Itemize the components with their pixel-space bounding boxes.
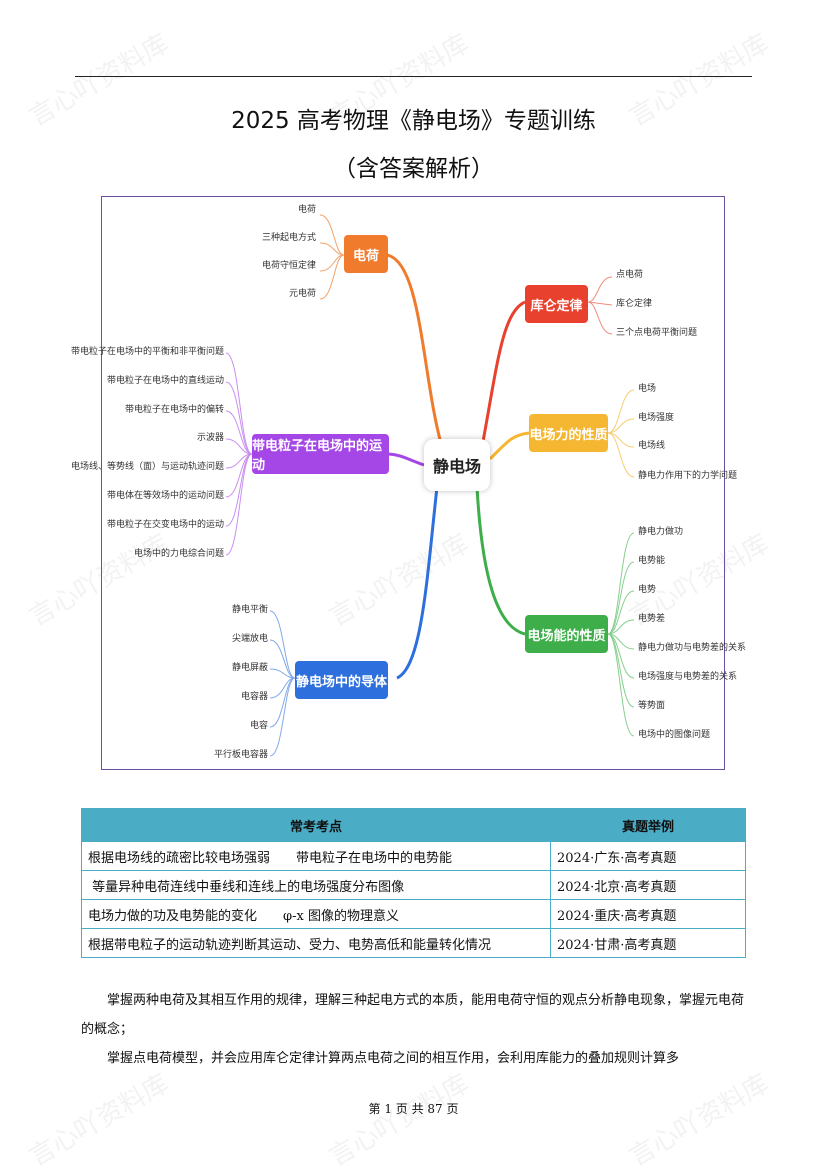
- leaf-coulomb-2: 库仑定律: [616, 299, 653, 309]
- header-rule: [75, 76, 752, 77]
- mindmap-connectors: [225, 214, 635, 757]
- exam-points-table: 常考考点 真题举例 根据电场线的疏密比较电场强弱 带电粒子在电场中的电势能 20…: [81, 808, 746, 958]
- leaf-charge-1: 电荷: [297, 205, 316, 215]
- mindmap-figure: 静电场 电荷 库仑定律 电场力的性质 电场能的性质 带电粒子在电场中的运动 静电…: [71, 196, 746, 770]
- leaf-motion-7: 带电粒子在交变电场中的运动: [106, 520, 224, 530]
- table-row: 电场力做的功及电势能的变化 φ-x 图像的物理意义 2024·重庆·高考真题: [81, 899, 746, 929]
- leaf-energy-3: 电势: [638, 585, 657, 595]
- leaf-energy-5: 静电力做功与电势差的关系: [638, 643, 747, 653]
- table-row: 根据带电粒子的运动轨迹判断其运动、受力、电势高低和能量转化情况 2024·甘肃·…: [81, 928, 746, 958]
- table-row: 根据电场线的疏密比较电场强弱 带电粒子在电场中的电势能 2024·广东·高考真题: [81, 841, 746, 871]
- leaf-motion-2: 带电粒子在电场中的直线运动: [106, 376, 224, 386]
- leaf-coulomb-3: 三个点电荷平衡问题: [616, 328, 698, 338]
- table-header-cell: 常考考点: [81, 808, 551, 842]
- leaf-motion-5: 电场线、等势线（面）与运动轨迹问题: [70, 462, 224, 472]
- leaf-energy-7: 等势面: [638, 701, 666, 711]
- leaf-energy-2: 电势能: [638, 556, 666, 566]
- table-cell: 根据带电粒子的运动轨迹判断其运动、受力、电势高低和能量转化情况: [81, 928, 551, 958]
- body-paragraph: 掌握点电荷模型，并会应用库仑定律计算两点电荷之间的相互作用，会利用库能力的叠加规…: [107, 1051, 680, 1066]
- leaf-conductor-4: 电容器: [240, 692, 268, 702]
- table-cell: 2024·北京·高考真题: [550, 870, 746, 900]
- table-cell: 2024·甘肃·高考真题: [550, 928, 746, 958]
- leaf-conductor-5: 电容: [249, 721, 268, 731]
- branch-node-field-force: 电场力的性质: [529, 414, 608, 452]
- leaf-charge-3: 电荷守恒定律: [261, 261, 316, 271]
- leaf-coulomb-1: 点电荷: [616, 270, 644, 280]
- branch-node-charge: 电荷: [344, 235, 388, 273]
- leaf-motion-3: 带电粒子在电场中的偏转: [124, 405, 224, 415]
- table-cell: 电场力做的功及电势能的变化 φ-x 图像的物理意义: [81, 899, 551, 929]
- leaf-energy-6: 电场强度与电势差的关系: [638, 672, 738, 682]
- leaf-force-4: 静电力作用下的力学问题: [638, 471, 738, 481]
- mindmap-center-node: 静电场: [424, 439, 490, 491]
- table-header-cell: 真题举例: [550, 808, 746, 842]
- table-header-row: 常考考点 真题举例: [81, 808, 746, 842]
- body-paragraph: 掌握两种电荷及其相互作用的规律，理解三种起电方式的本质，能用电荷守恒的观点分析静…: [81, 993, 745, 1037]
- leaf-force-3: 电场线: [638, 441, 666, 451]
- leaf-force-1: 电场: [638, 384, 657, 394]
- table-cell: 2024·广东·高考真题: [550, 841, 746, 871]
- page-subtitle: （含答案解析）: [333, 156, 494, 182]
- leaf-motion-4: 示波器: [196, 433, 224, 443]
- table-row: 等量异种电荷连线中垂线和连线上的电场强度分布图像 2024·北京·高考真题: [81, 870, 746, 900]
- leaf-energy-8: 电场中的图像问题: [638, 730, 711, 740]
- branch-node-conductor: 静电场中的导体: [295, 661, 388, 699]
- leaf-conductor-3: 静电屏蔽: [231, 663, 268, 673]
- watermark: 言心吖资料库: [24, 1068, 175, 1173]
- table-cell: 等量异种电荷连线中垂线和连线上的电场强度分布图像: [81, 870, 551, 900]
- leaf-motion-1: 带电粒子在电场中的平衡和非平衡问题: [70, 347, 224, 357]
- table-cell: 2024·重庆·高考真题: [550, 899, 746, 929]
- leaf-energy-1: 静电力做功: [638, 527, 684, 537]
- leaf-charge-4: 元电荷: [288, 289, 316, 299]
- leaf-motion-8: 电场中的力电综合问题: [133, 549, 224, 559]
- branch-node-field-energy: 电场能的性质: [525, 615, 608, 653]
- leaf-motion-6: 带电体在等效场中的运动问题: [106, 491, 224, 501]
- page-number: 第 1 页 共 87 页: [368, 1102, 459, 1116]
- branch-node-coulomb: 库仑定律: [525, 285, 588, 323]
- leaf-conductor-6: 平行板电容器: [213, 750, 268, 760]
- watermark: 言心吖资料库: [624, 1068, 775, 1173]
- leaf-charge-2: 三种起电方式: [261, 233, 316, 243]
- branch-node-particle-motion: 带电粒子在电场中的运动: [252, 434, 389, 474]
- page-title: 2025 高考物理《静电场》专题训练: [231, 108, 596, 134]
- watermark: 言心吖资料库: [324, 1068, 475, 1173]
- leaf-conductor-1: 静电平衡: [231, 605, 268, 615]
- table-cell: 根据电场线的疏密比较电场强弱 带电粒子在电场中的电势能: [81, 841, 551, 871]
- leaf-energy-4: 电势差: [638, 614, 666, 624]
- leaf-force-2: 电场强度: [638, 413, 675, 423]
- leaf-conductor-2: 尖端放电: [231, 634, 268, 644]
